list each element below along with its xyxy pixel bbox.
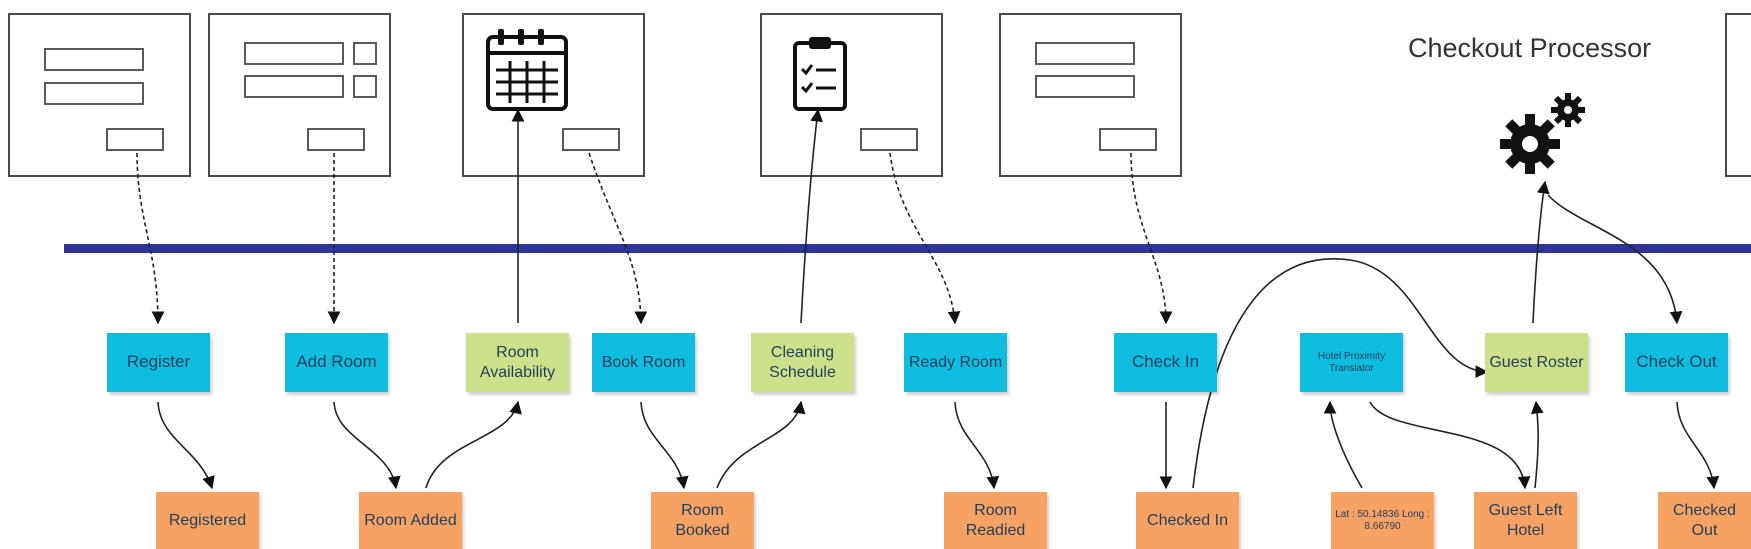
translator-to-guest-left-arrow <box>1369 401 1531 490</box>
partial-screen <box>1725 13 1751 177</box>
translator-hotel-proximity: Hotel Proximity Translator <box>1300 333 1403 392</box>
register-event-arrow <box>157 401 215 490</box>
command-add-room: Add Room <box>285 333 388 392</box>
room-small-field <box>353 42 377 65</box>
command-ready-room: Ready Room <box>904 333 1007 392</box>
book-room-screen-arrow <box>588 152 648 325</box>
submit-button <box>562 128 620 151</box>
guest-left-to-roster-arrow <box>1530 400 1544 489</box>
type-small-field <box>353 75 377 98</box>
event-checked-out: Checked Out <box>1658 492 1751 549</box>
gears-icon <box>1500 93 1585 174</box>
timeline-bus <box>64 244 1751 253</box>
submit-button <box>307 128 365 151</box>
command-check-out: Check Out <box>1625 333 1728 392</box>
room-field <box>1035 75 1135 98</box>
checklist-icon <box>793 37 847 111</box>
read-model-room-availability: Room Availability <box>466 333 569 392</box>
cleaning-schedule-up-arrow <box>800 108 823 324</box>
read-model-guest-roster: Guest Roster <box>1485 333 1588 392</box>
processor-title: Checkout Processor <box>1408 33 1652 63</box>
check-out-event-arrow <box>1676 401 1720 490</box>
command-check-in: Check In <box>1114 333 1217 392</box>
event-room-booked: Room Booked <box>651 492 754 549</box>
read-model-cleaning-schedule: Cleaning Schedule <box>751 333 854 392</box>
check-in-screen <box>999 13 1182 177</box>
type-field <box>244 75 344 98</box>
event-guest-left-hotel: Guest Left Hotel <box>1474 492 1577 549</box>
add-room-screen <box>208 13 391 177</box>
lat-long-to-translator-arrow <box>1323 400 1363 489</box>
ready-room-screen-arrow <box>889 152 961 325</box>
name-field <box>44 48 144 71</box>
add-room-event-arrow <box>333 401 401 490</box>
register-screen-arrow <box>136 152 165 325</box>
email-field <box>44 82 144 105</box>
guest-field <box>1035 42 1135 65</box>
ready-room-screen <box>760 13 943 177</box>
event-lat-long: Lat : 50.14836 Long : 8.66790 <box>1331 492 1434 549</box>
submit-button <box>1099 128 1157 151</box>
submit-button <box>860 128 918 151</box>
check-in-screen-arrow <box>1130 152 1173 325</box>
event-room-readied: Room Readied <box>944 492 1047 549</box>
book-room-event-arrow <box>640 401 689 490</box>
command-book-room: Book Room <box>592 333 695 392</box>
room-added-to-availability-arrow <box>425 400 522 489</box>
event-registered: Registered <box>156 492 259 549</box>
event-checked-in: Checked In <box>1136 492 1239 549</box>
register-screen <box>8 13 191 177</box>
room-booked-to-schedule-arrow <box>716 400 806 489</box>
command-register: Register <box>107 333 210 392</box>
submit-button <box>106 128 164 151</box>
ready-room-event-arrow <box>954 401 1000 490</box>
calendar-icon <box>486 29 568 111</box>
room-field <box>244 42 344 65</box>
checked-in-to-roster-arrow <box>1192 258 1489 489</box>
event-room-added: Room Added <box>359 492 462 549</box>
checkout-processor-arrow <box>1547 194 1683 325</box>
guest-roster-up-arrow <box>1532 180 1550 324</box>
book-room-screen <box>462 13 645 177</box>
